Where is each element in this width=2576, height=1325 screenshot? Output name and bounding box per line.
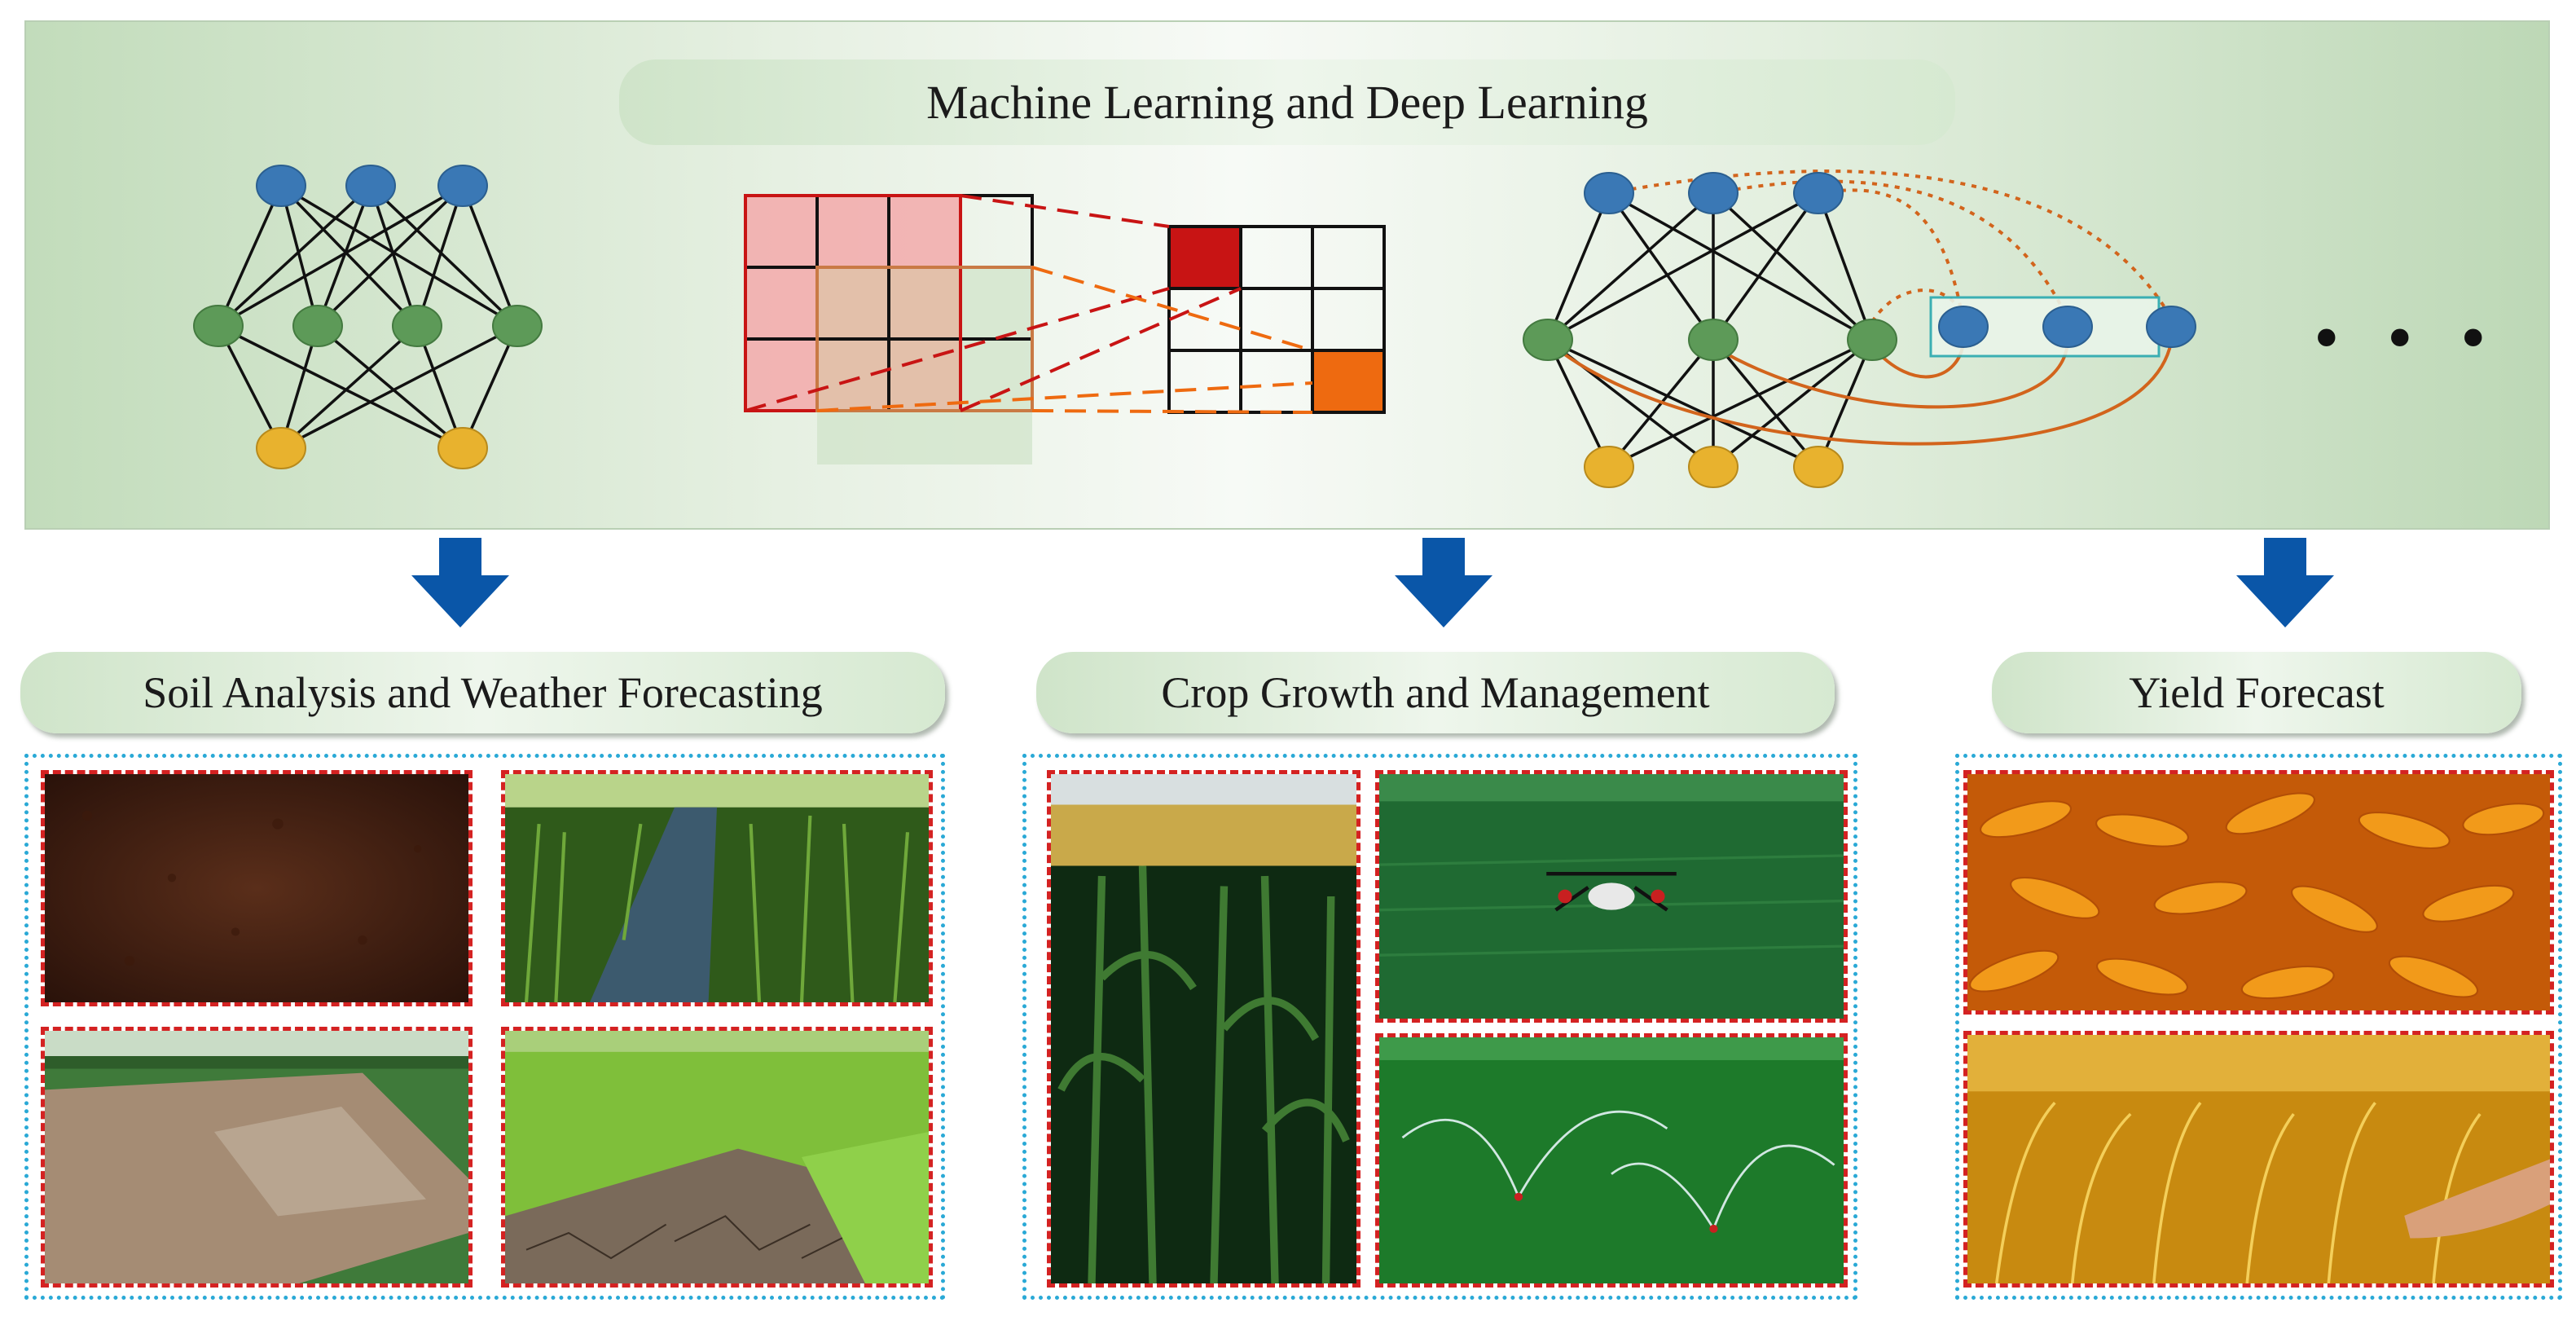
down-arrow-icon [1395, 538, 1492, 627]
yield-photo-group [1955, 754, 2562, 1300]
crop-growth-photo-group [1022, 754, 1857, 1300]
rnn-output-node [1793, 446, 1844, 488]
rnn-context-node [2146, 306, 2196, 348]
rnn-context-node [2042, 306, 2093, 348]
photo-soil [41, 770, 473, 1006]
rnn-context-node [1938, 306, 1989, 348]
photo-drought-rice-field [501, 1027, 933, 1288]
down-arrow-icon [411, 538, 509, 627]
rnn-hidden-node [1847, 319, 1897, 361]
down-arrow-icon [2236, 538, 2334, 627]
rnn-input-node [1793, 172, 1844, 214]
mlp-output-node [256, 427, 306, 469]
cnn-convolution-diagram [744, 194, 1386, 464]
mlp-input-node [256, 165, 306, 207]
photo-corn-field [1047, 770, 1361, 1288]
photo-flooded-field [41, 1027, 473, 1288]
section-title-yield: Yield Forecast [1992, 652, 2521, 733]
mlp-hidden-node [392, 305, 442, 347]
section-title-text: Yield Forecast [2129, 668, 2385, 717]
rnn-network-diagram [1523, 169, 2196, 488]
rnn-input-node [1688, 172, 1739, 214]
rnn-output-node [1584, 446, 1634, 488]
section-title-text: Crop Growth and Management [1161, 668, 1710, 717]
ml-dl-title-text: Machine Learning and Deep Learning [926, 76, 1648, 129]
mlp-hidden-node [292, 305, 343, 347]
section-title-soil-weather: Soil Analysis and Weather Forecasting [20, 652, 945, 733]
photo-sprinkler-irrigation [1375, 1033, 1848, 1288]
soil-weather-photo-group [24, 754, 945, 1300]
mlp-input-node [437, 165, 488, 207]
photo-rice-water-channel [501, 770, 933, 1006]
mlp-output-node [437, 427, 488, 469]
mlp-input-node [345, 165, 396, 207]
rnn-hidden-node [1688, 319, 1739, 361]
photo-corn-cobs [1963, 770, 2554, 1015]
photo-golden-rice-harvest [1963, 1031, 2554, 1288]
section-title-text: Soil Analysis and Weather Forecasting [143, 668, 823, 717]
photo-agri-drone [1375, 770, 1848, 1023]
rnn-hidden-node [1523, 319, 1573, 361]
more-models-ellipsis: • • • [2314, 297, 2501, 378]
mlp-hidden-node [193, 305, 244, 347]
section-title-crop-growth: Crop Growth and Management [1036, 652, 1835, 733]
rnn-input-node [1584, 172, 1634, 214]
mlp-hidden-node [492, 305, 543, 347]
ml-dl-title: Machine Learning and Deep Learning [619, 59, 1955, 145]
mlp-network-diagram [193, 165, 543, 469]
rnn-output-node [1688, 446, 1739, 488]
